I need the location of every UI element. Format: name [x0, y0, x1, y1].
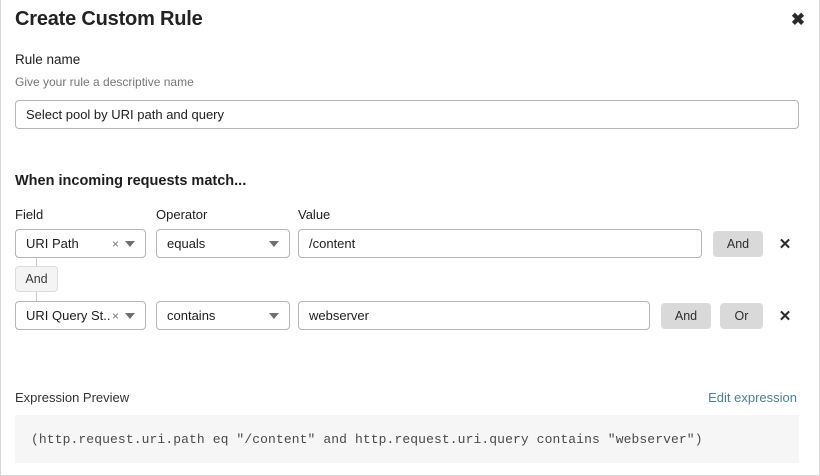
value-input-row-1[interactable] — [298, 229, 702, 258]
and-button-row-2[interactable]: And — [661, 303, 711, 329]
group-connector-and[interactable]: And — [15, 266, 58, 292]
rule-name-description: Give your rule a descriptive name — [15, 75, 194, 89]
expression-preview-label: Expression Preview — [15, 390, 130, 405]
operator-select-row-1-value: equals — [167, 236, 206, 251]
value-input-row-2[interactable] — [298, 301, 650, 330]
operator-select-row-2[interactable]: contains — [156, 301, 290, 330]
match-section-heading: When incoming requests match... — [15, 173, 247, 189]
field-select-row-2-value: URI Query St... — [26, 308, 110, 323]
operator-select-row-1[interactable]: equals — [156, 229, 290, 258]
delete-row-icon-2[interactable]: ✕ — [778, 307, 792, 325]
dialog-title: Create Custom Rule — [15, 8, 203, 30]
chevron-down-icon — [269, 240, 279, 247]
field-select-row-1-value: URI Path — [26, 236, 79, 251]
rule-name-label: Rule name — [15, 52, 81, 67]
edit-expression-link[interactable]: Edit expression — [708, 390, 797, 405]
clear-icon[interactable]: × — [111, 236, 119, 251]
chevron-down-icon — [125, 240, 135, 247]
expression-preview-code: (http.request.uri.path eq "/content" and… — [31, 431, 703, 447]
rule-name-input[interactable] — [15, 100, 799, 129]
close-icon[interactable]: ✖ — [790, 9, 806, 29]
column-header-operator: Operator — [156, 207, 208, 222]
delete-row-icon-1[interactable]: ✕ — [778, 235, 792, 253]
chevron-down-icon — [125, 312, 135, 319]
chevron-down-icon — [269, 312, 279, 319]
or-button-row-2[interactable]: Or — [720, 303, 763, 329]
field-select-row-2[interactable]: URI Query St... × — [15, 301, 146, 330]
expression-preview-box: (http.request.uri.path eq "/content" and… — [15, 415, 799, 463]
clear-icon[interactable]: × — [111, 308, 119, 323]
column-header-field: Field — [15, 207, 44, 222]
and-button-row-1[interactable]: And — [713, 231, 763, 257]
column-header-value: Value — [298, 207, 331, 222]
field-select-row-1[interactable]: URI Path × — [15, 229, 146, 258]
operator-select-row-2-value: contains — [167, 308, 216, 323]
connector-line-bottom — [36, 292, 37, 301]
connector-line-top — [36, 258, 37, 267]
